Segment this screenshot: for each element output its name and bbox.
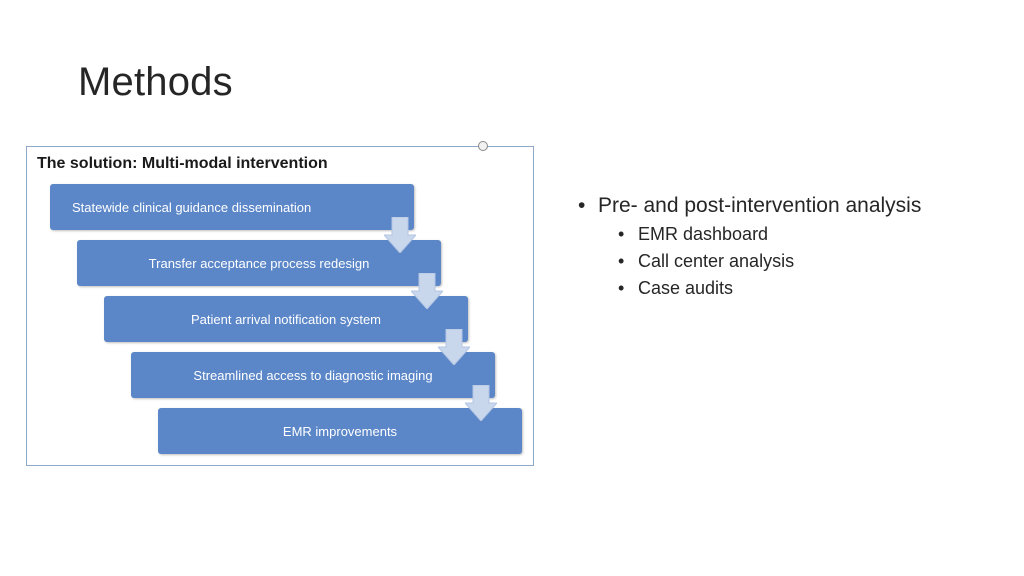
bullet-dot-icon: • <box>578 194 586 217</box>
step-arrival-notification: Patient arrival notification system <box>104 296 468 342</box>
down-arrow-icon <box>384 217 416 253</box>
sub-bullet-text: Call center analysis <box>638 251 795 271</box>
sub-bullet-item: • Call center analysis <box>618 251 921 272</box>
bullet-item: • Pre- and post-intervention analysis <box>578 194 921 218</box>
down-arrow-icon <box>438 329 470 365</box>
intervention-figure: The solution: Multi-modal intervention S… <box>26 141 534 466</box>
sub-bullet-item: • Case audits <box>618 278 921 299</box>
resize-handle[interactable] <box>478 141 488 151</box>
step-guidance-dissemination: Statewide clinical guidance disseminatio… <box>50 184 414 230</box>
sub-bullet-text: EMR dashboard <box>638 224 769 244</box>
bullet-list: • Pre- and post-intervention analysis • … <box>578 194 921 305</box>
step-label: Streamlined access to diagnostic imaging <box>193 367 433 383</box>
down-arrow-icon <box>411 273 443 309</box>
bullet-dot-icon: • <box>618 251 625 271</box>
step-emr-improvements: EMR improvements <box>158 408 522 454</box>
down-arrow-icon <box>465 385 497 421</box>
sub-bullet-text: Case audits <box>638 278 734 298</box>
sub-bullet-item: • EMR dashboard <box>618 224 921 245</box>
slide-title: Methods <box>78 60 233 104</box>
step-label: Patient arrival notification system <box>190 311 382 327</box>
figure-title: The solution: Multi-modal intervention <box>37 155 328 172</box>
bullet-text: Pre- and post-intervention analysis <box>598 194 922 217</box>
step-label: Transfer acceptance process redesign <box>148 255 370 271</box>
step-diagnostic-imaging: Streamlined access to diagnostic imaging <box>131 352 495 398</box>
bullet-dot-icon: • <box>618 278 625 298</box>
step-transfer-acceptance: Transfer acceptance process redesign <box>77 240 441 286</box>
bullet-dot-icon: • <box>618 224 625 244</box>
step-label: EMR improvements <box>282 423 398 439</box>
step-label: Statewide clinical guidance disseminatio… <box>72 199 312 215</box>
